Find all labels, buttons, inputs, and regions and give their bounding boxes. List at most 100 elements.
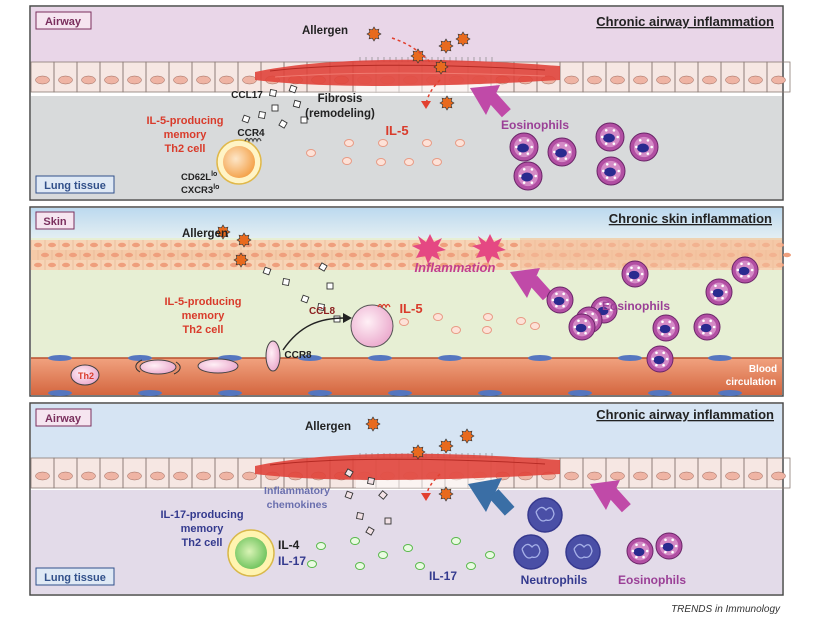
nucleus <box>587 471 602 481</box>
keratinocyte-nucleus <box>440 262 448 268</box>
eosinophil-recruit-arrow-shaft <box>528 275 552 301</box>
panel-title: Chronic skin inflammation <box>609 211 772 226</box>
th2-rolling-cells <box>70 340 281 386</box>
il5-label: IL-5 <box>399 301 422 316</box>
il5-cytokines <box>306 139 465 166</box>
lung-tissue-label: Lung tissue <box>44 572 106 584</box>
cytokine-icon <box>350 537 360 545</box>
epithelial-cell <box>766 61 791 93</box>
eosinophils-label: Eosinophils <box>602 299 670 313</box>
keratinocyte-nucleus <box>90 242 98 248</box>
keratinocyte-nucleus <box>83 252 91 258</box>
blood-label: Blood <box>749 364 777 375</box>
chemokine-icon <box>378 490 388 500</box>
keratinocyte-nucleus <box>69 252 77 258</box>
nucleus <box>127 471 142 481</box>
keratinocyte-nucleus <box>783 252 791 258</box>
cytokine-icon <box>485 551 495 559</box>
keratinocyte-nucleus <box>321 252 329 258</box>
ccl17-label: CCL17 <box>231 90 263 101</box>
keratinocyte-nucleus <box>328 262 336 268</box>
allergen-icon <box>455 31 471 47</box>
nucleus <box>656 471 671 481</box>
keratinocyte-nucleus <box>209 252 217 258</box>
nucleus <box>58 471 73 481</box>
eosinophil-nucleus <box>575 323 587 333</box>
eosinophil-nucleus <box>700 323 712 333</box>
panel-tag: Skin <box>43 216 67 228</box>
eosinophils-group <box>626 532 683 565</box>
il4-label: IL-4 <box>278 538 300 552</box>
panel-tag: Airway <box>45 413 82 425</box>
cytokine-icon <box>342 157 352 165</box>
nucleus <box>633 471 648 481</box>
eosinophil-nucleus <box>628 270 640 280</box>
keratinocyte-nucleus <box>258 262 266 268</box>
allergen-icon <box>459 428 475 444</box>
nucleus <box>35 75 50 85</box>
keratinocyte-nucleus <box>279 252 287 258</box>
keratinocyte-nucleus <box>342 262 350 268</box>
th2-il17-cell <box>227 529 275 577</box>
allergen-particles <box>365 416 475 502</box>
keratinocyte-nucleus <box>132 262 140 268</box>
nucleus <box>173 471 188 481</box>
endothelial-nucleus <box>718 390 742 396</box>
keratinocyte-nucleus <box>258 242 266 248</box>
endothelial-nucleus <box>138 390 162 396</box>
keratinocyte-nucleus <box>181 252 189 258</box>
nucleus <box>656 75 671 85</box>
keratinocyte-nucleus <box>496 262 504 268</box>
keratinocyte-nucleus <box>286 262 294 268</box>
chemokine-icon <box>278 119 288 129</box>
eosinophils-group <box>546 256 759 373</box>
epithelial-cell <box>766 457 791 489</box>
cell-label-line3: Th2 cell <box>182 537 223 549</box>
cell-label-line1: IL-17-producing <box>160 509 243 521</box>
migration-arrow <box>282 317 346 351</box>
nucleus <box>81 471 96 481</box>
cytokine-icon <box>466 562 476 570</box>
il5-cytokines <box>399 313 540 334</box>
allergen-particles <box>366 26 471 111</box>
cytokine-icon <box>307 560 317 568</box>
fibrosis-band <box>255 453 560 480</box>
allergen-icon <box>365 416 381 432</box>
eosinophils-group <box>509 122 659 191</box>
endothelial-nucleus <box>478 390 502 396</box>
keratinocyte-nucleus <box>230 262 238 268</box>
nucleus <box>219 75 234 85</box>
nucleus <box>564 471 579 481</box>
keratinocyte-nucleus <box>265 252 273 258</box>
endothelial-nucleus <box>128 355 152 361</box>
cytokine-icon <box>399 318 409 326</box>
endothelial-cells <box>48 355 742 396</box>
ccr8-receptor-icon <box>377 303 391 309</box>
keratinocyte-nucleus <box>104 242 112 248</box>
endothelial-nucleus <box>218 390 242 396</box>
keratinocyte-nucleus <box>510 262 518 268</box>
ccr4-receptor-icon <box>244 137 262 143</box>
neutrophil-cell <box>565 534 601 570</box>
chemokine-icon <box>300 294 310 304</box>
nucleus <box>81 75 96 85</box>
keratinocyte-nucleus <box>440 242 448 248</box>
chemokine-icon <box>344 490 354 500</box>
keratinocyte-nucleus <box>328 242 336 248</box>
chemokine-icon <box>258 111 266 119</box>
allergen-icon <box>233 252 249 268</box>
nucleus <box>679 471 694 481</box>
nucleus <box>564 75 579 85</box>
keratinocyte-nucleus <box>160 242 168 248</box>
keratinocyte-nucleus <box>447 252 455 258</box>
keratinocyte-nucleus <box>48 262 56 268</box>
keratinocyte-nucleus <box>454 242 462 248</box>
chemokine-icon <box>262 266 272 276</box>
inflammatory-chemokines <box>344 468 392 536</box>
panel-title: Chronic airway inflammation <box>596 407 774 422</box>
endothelial-nucleus <box>438 355 462 361</box>
keratinocyte-nucleus <box>153 252 161 258</box>
cytokine-icon <box>451 537 461 545</box>
keratinocyte-nucleus <box>90 262 98 268</box>
